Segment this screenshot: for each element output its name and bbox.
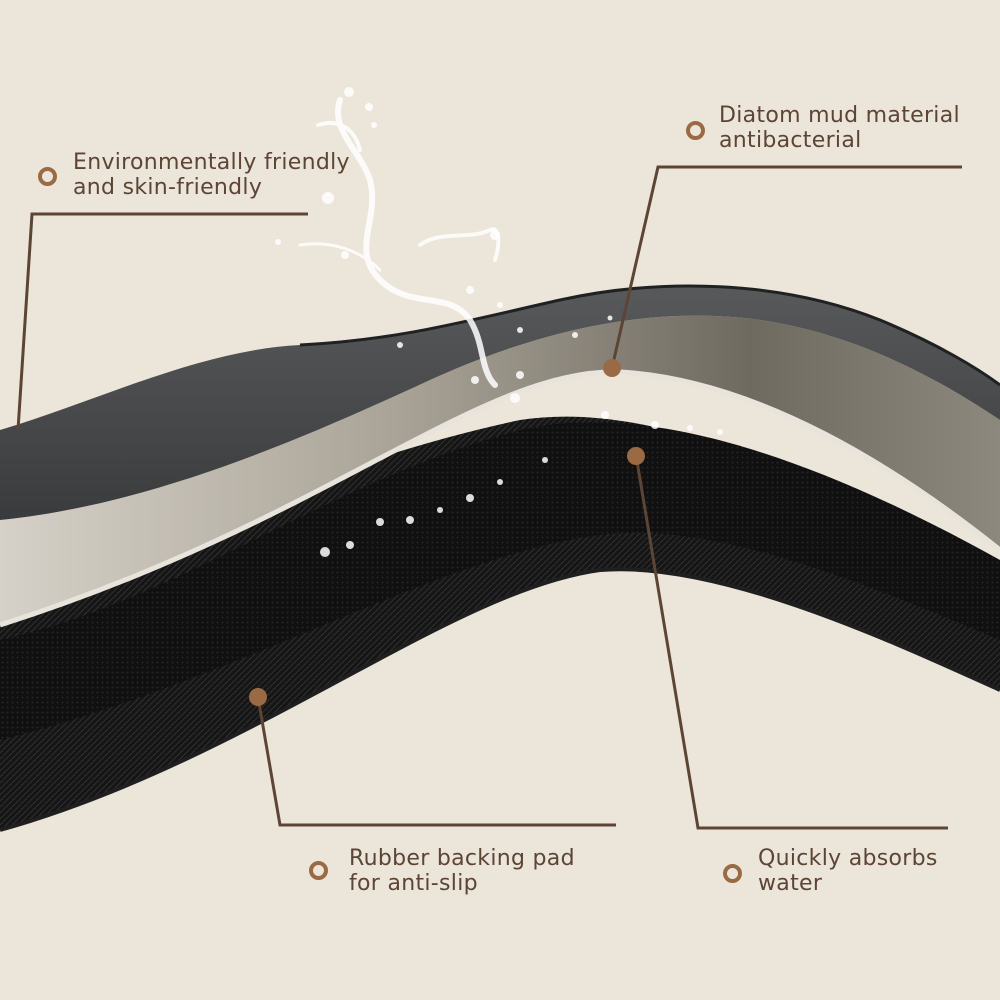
- callout-quick-absorb-line2: water: [758, 871, 823, 896]
- ring-bullet-icon: [686, 121, 705, 140]
- ring-bullet-icon: [38, 167, 57, 186]
- top-surface-layer: [0, 286, 1000, 520]
- callout-diatom-mud-line1: Diatom mud material: [719, 103, 960, 128]
- leader-line-top-left: [16, 212, 308, 431]
- callout-diatom-mud: Diatom mud material antibacterial: [719, 103, 960, 153]
- leader-line-bottom-right: [634, 454, 948, 830]
- callout-points: [249, 359, 645, 706]
- ring-bullet-icon: [309, 861, 328, 880]
- rubber-backing-edge: [0, 567, 1000, 832]
- callout-rubber-backing: Rubber backing pad for anti-slip: [349, 846, 575, 896]
- point-rubber-layer: [249, 688, 267, 706]
- callout-eco-friendly: Environmentally friendly and skin-friend…: [73, 150, 350, 200]
- callout-eco-friendly-line2: and skin-friendly: [73, 175, 263, 200]
- callout-eco-friendly-line1: Environmentally friendly: [73, 150, 350, 175]
- diatom-layer-highlight: [0, 369, 1000, 628]
- callout-rubber-backing-line1: Rubber backing pad: [349, 846, 575, 871]
- water-droplets: [275, 87, 723, 557]
- ring-bullet-icon: [723, 864, 742, 883]
- absorbent-layer: [0, 422, 1000, 740]
- point-diatom-layer: [603, 359, 621, 377]
- top-surface-edge: [299, 284, 1000, 387]
- callout-rubber-backing-line2: for anti-slip: [349, 871, 478, 896]
- water-splash-icon: [298, 97, 501, 388]
- callout-diatom-mud-line2: antibacterial: [719, 128, 862, 153]
- point-absorbent-layer: [627, 447, 645, 465]
- callout-quick-absorb: Quickly absorbs water: [758, 846, 938, 896]
- callout-leader-lines: [16, 165, 962, 830]
- diatom-mud-layer: [0, 315, 1000, 625]
- leader-line-bottom-left: [256, 696, 616, 827]
- leader-line-top-right: [610, 165, 962, 369]
- callout-quick-absorb-line1: Quickly absorbs: [758, 846, 938, 871]
